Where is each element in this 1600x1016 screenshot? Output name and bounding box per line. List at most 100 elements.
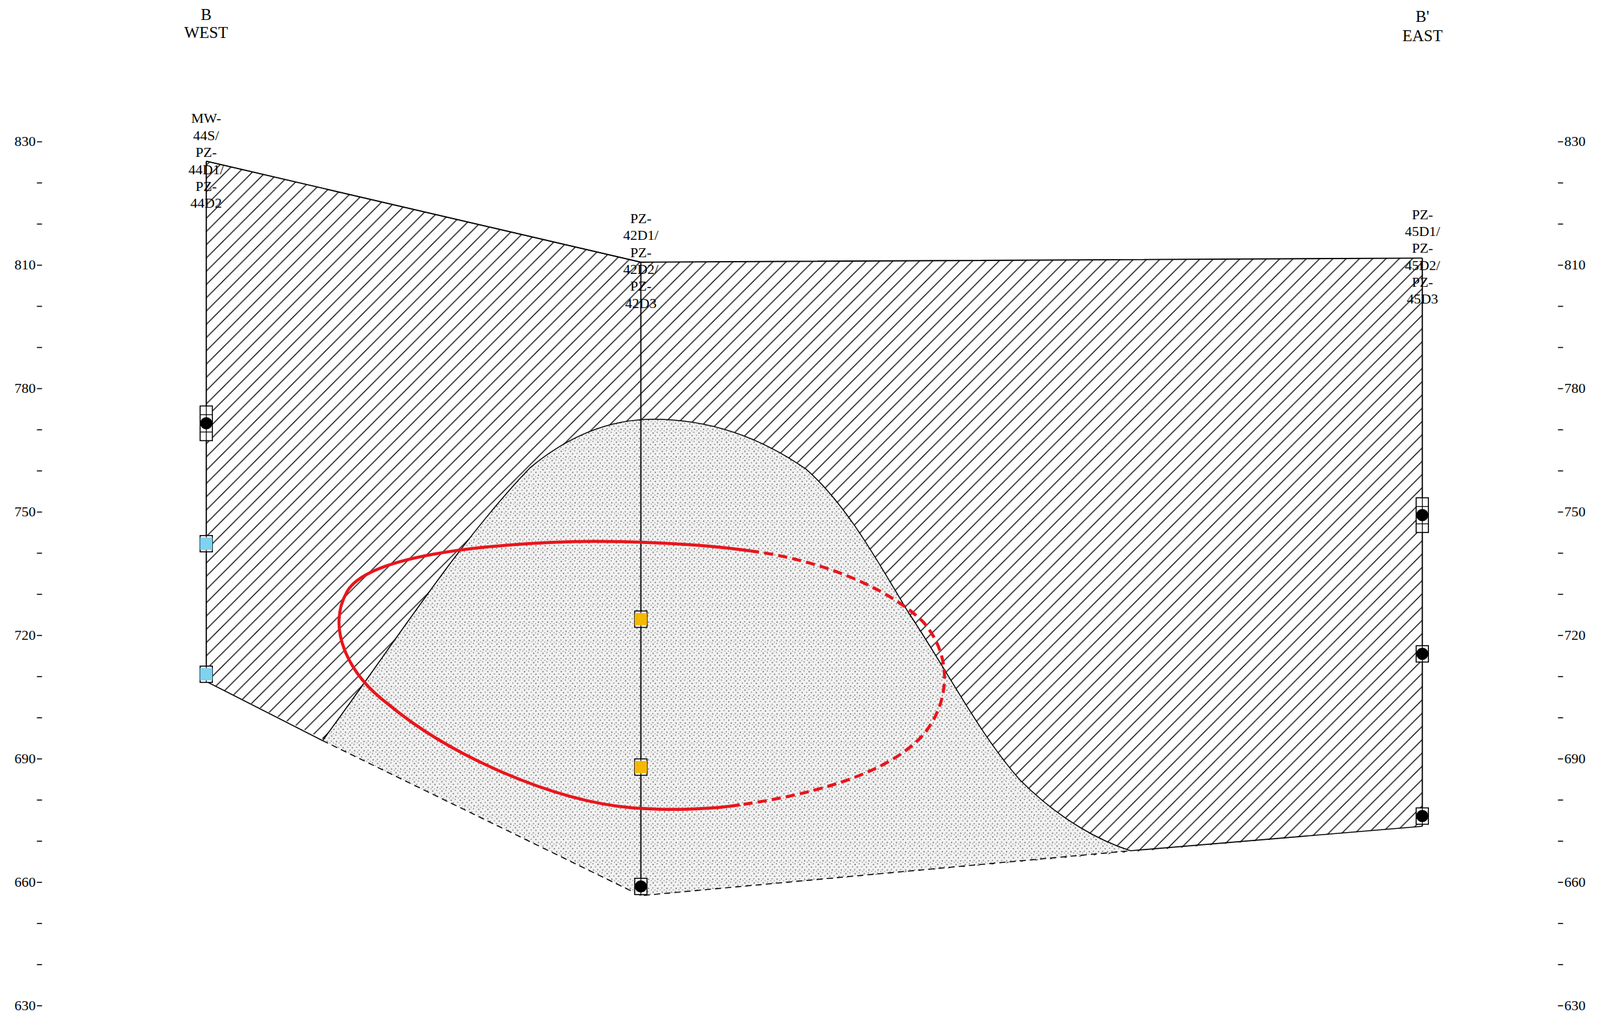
plume-outline xyxy=(338,541,750,810)
tick-mark xyxy=(1558,922,1564,925)
unit-contact xyxy=(322,419,1131,851)
well-marker xyxy=(1416,810,1429,823)
tick-mark xyxy=(36,675,42,678)
elevation-label: 780 xyxy=(1563,380,1586,397)
well-screens xyxy=(200,405,1429,895)
well-marker xyxy=(200,537,213,550)
tick-mark xyxy=(1558,470,1564,473)
ground-surface xyxy=(206,161,1423,263)
tick-mark xyxy=(36,264,42,267)
tick-mark xyxy=(36,347,42,349)
tick-mark xyxy=(36,388,42,390)
clay-unit xyxy=(206,161,1423,896)
well-screen xyxy=(634,878,647,895)
tick-mark xyxy=(36,758,42,760)
well-line xyxy=(1421,257,1424,827)
tick-mark xyxy=(1558,553,1564,555)
tick-mark xyxy=(36,717,42,719)
direction-label: WEST xyxy=(183,23,228,43)
tick-mark xyxy=(1558,511,1564,514)
elevation-label: 660 xyxy=(14,873,37,891)
tick-mark xyxy=(1558,141,1564,143)
tick-mark xyxy=(1558,594,1564,596)
tick-mark xyxy=(1558,675,1564,678)
elevation-label: 830 xyxy=(14,133,37,150)
well-screen xyxy=(1416,645,1429,662)
tick-mark xyxy=(36,182,42,184)
elevation-label: 690 xyxy=(1563,750,1586,768)
tick-mark xyxy=(1558,799,1564,801)
tick-mark xyxy=(36,429,42,431)
tick-mark xyxy=(1558,182,1564,184)
section-base xyxy=(1130,826,1423,851)
elevation-label: 780 xyxy=(14,380,37,397)
well-label: PZ-42D1/ PZ-42D2/ PZ-42D3 xyxy=(623,210,659,312)
section-base xyxy=(206,681,323,741)
well-screen xyxy=(634,758,647,775)
tick-mark xyxy=(1558,223,1564,226)
section-end-label: B' xyxy=(1415,7,1429,27)
tick-mark xyxy=(1558,264,1564,267)
well-screen xyxy=(200,535,213,552)
section-base-inferred xyxy=(322,740,1131,896)
direction-label: EAST xyxy=(1402,26,1444,46)
tick-mark xyxy=(1558,840,1564,842)
tick-mark xyxy=(36,594,42,596)
elevation-label: 810 xyxy=(14,256,37,274)
tick-mark xyxy=(1558,347,1564,349)
tick-mark xyxy=(36,881,42,883)
tick-mark xyxy=(36,511,42,514)
well-screen xyxy=(1416,807,1429,824)
tick-mark xyxy=(1558,1005,1564,1007)
elevation-label: 750 xyxy=(14,503,37,521)
tick-mark xyxy=(1558,634,1564,637)
well-screen xyxy=(200,405,213,441)
elevation-label: 830 xyxy=(1563,133,1586,150)
elevation-label: 630 xyxy=(14,997,37,1015)
tick-mark xyxy=(36,963,42,966)
elevation-label: 690 xyxy=(14,750,37,768)
well-marker xyxy=(634,760,647,773)
section-end-label: B xyxy=(200,5,212,25)
tick-mark xyxy=(36,799,42,801)
elevation-label: 720 xyxy=(14,627,37,644)
elevation-ticks xyxy=(36,142,1563,1007)
elevation-label: 660 xyxy=(1563,873,1586,891)
elevation-label: 720 xyxy=(1563,627,1586,644)
tick-mark xyxy=(36,1005,42,1007)
well-marker xyxy=(200,668,213,681)
geology xyxy=(206,161,1423,896)
well-screen xyxy=(634,610,647,628)
tick-mark xyxy=(36,553,42,555)
tick-mark xyxy=(36,840,42,842)
well-label: MW-44S/ PZ-44D1/ PZ-44D2 xyxy=(188,109,224,212)
elevation-label: 630 xyxy=(1563,997,1586,1015)
tick-mark xyxy=(36,922,42,925)
tick-mark xyxy=(36,470,42,473)
tick-mark xyxy=(36,223,42,226)
elevation-label: 810 xyxy=(1563,256,1586,274)
tick-mark xyxy=(36,306,42,308)
well-marker xyxy=(1416,509,1429,522)
tick-mark xyxy=(1558,429,1564,431)
tick-mark xyxy=(1558,758,1564,760)
well-marker xyxy=(634,880,647,893)
well-label: PZ-45D1/ PZ-45D2/ PZ-45D3 xyxy=(1404,206,1440,309)
sand-unit xyxy=(322,419,1131,896)
tick-mark xyxy=(36,141,42,143)
well-marker xyxy=(200,417,213,430)
tick-mark xyxy=(1558,881,1564,883)
well-marker xyxy=(1416,647,1429,660)
tick-mark xyxy=(1558,306,1564,308)
tick-mark xyxy=(1558,717,1564,719)
well-screen xyxy=(1416,497,1429,533)
tick-mark xyxy=(36,634,42,637)
tick-mark xyxy=(1558,963,1564,966)
tick-mark xyxy=(1558,388,1564,390)
well-marker xyxy=(634,612,647,626)
well-screen xyxy=(200,666,213,683)
well-line xyxy=(640,262,642,896)
plume-outline-inferred xyxy=(739,551,945,806)
